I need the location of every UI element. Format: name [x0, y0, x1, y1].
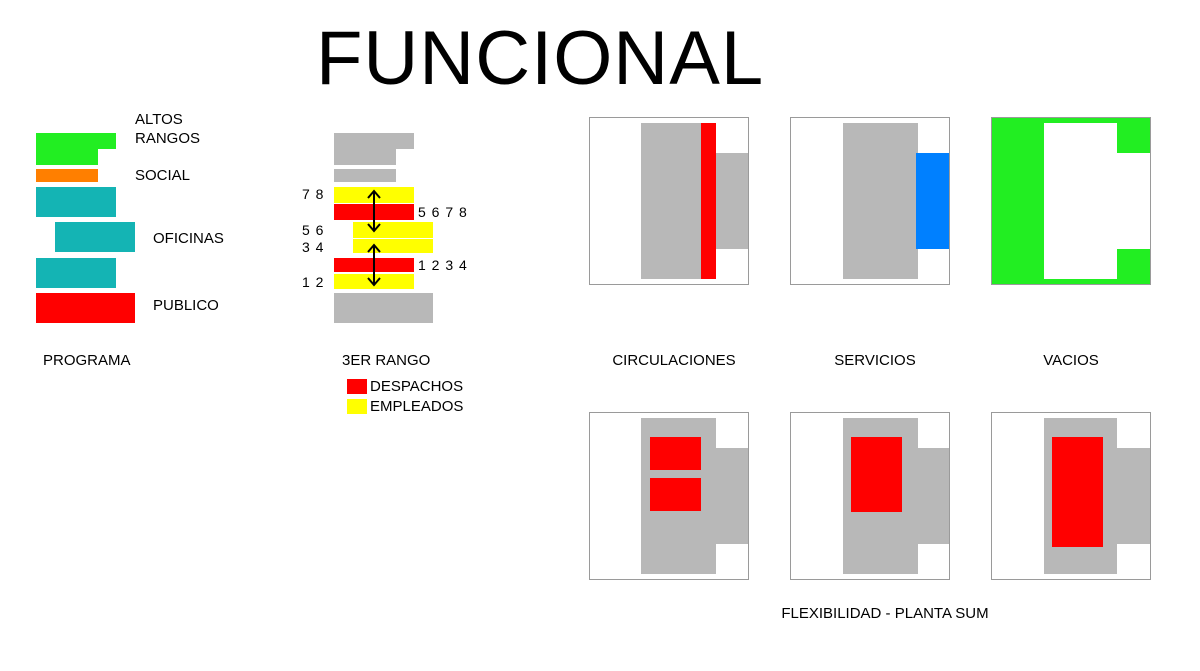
caption-programa: PROGRAMA [43, 352, 131, 369]
plan-wing-gray [716, 153, 748, 249]
label-1-2-3-4: 1 2 3 4 [418, 257, 468, 273]
plan-wing-gray [716, 448, 748, 544]
block-gray-bottom [334, 293, 433, 323]
plan-flex-large-room [991, 412, 1151, 580]
double-arrow-lower-icon [367, 243, 381, 287]
sum-room-lower [650, 478, 701, 511]
page-title: FUNCIONAL [316, 16, 765, 101]
block-gray-top-3 [334, 169, 396, 182]
label-altos: ALTOS [135, 111, 183, 128]
block-altos-rangos-bottom [36, 149, 98, 165]
sum-room-upper [650, 437, 701, 470]
services-core [916, 153, 949, 249]
plan-flex-two-rooms [589, 412, 749, 580]
legend-swatch-despachos [347, 379, 367, 394]
plan-servicios [790, 117, 950, 285]
block-oficinas-3 [36, 258, 116, 288]
label-3-4: 3 4 [302, 239, 325, 255]
legend-label-empleados: EMPLEADOS [370, 398, 464, 415]
building-footprint-white [1044, 123, 1117, 279]
double-arrow-upper-icon [367, 189, 381, 233]
label-1-2: 1 2 [302, 274, 325, 290]
circulation-strip [701, 123, 716, 279]
label-5-6: 5 6 [302, 222, 325, 238]
building-wing-white [1117, 153, 1150, 249]
label-social: SOCIAL [135, 167, 191, 184]
block-oficinas-1 [36, 187, 116, 217]
plan-flex-one-room [790, 412, 950, 580]
block-gray-top-2 [334, 149, 396, 165]
label-5-6-7-8: 5 6 7 8 [418, 204, 468, 220]
caption-3er-rango: 3ER RANGO [342, 352, 431, 369]
legend-label-despachos: DESPACHOS [370, 378, 464, 395]
block-oficinas-2 [55, 222, 135, 252]
sum-room-medium [851, 437, 902, 512]
legend-swatch-empleados [347, 399, 367, 414]
caption-vacios: VACIOS [1043, 352, 1099, 369]
block-gray-top-1 [334, 133, 414, 149]
label-7-8: 7 8 [302, 186, 325, 202]
caption-circulaciones: CIRCULACIONES [612, 352, 736, 369]
label-rangos: RANGOS [135, 130, 201, 147]
plan-wing-gray [1117, 448, 1150, 544]
label-oficinas: OFICINAS [153, 230, 224, 247]
block-publico [36, 293, 135, 323]
block-altos-rangos-top [36, 133, 116, 149]
sum-room-large [1052, 437, 1103, 547]
plan-wing-gray [918, 448, 949, 544]
caption-servicios: SERVICIOS [834, 352, 916, 369]
plan-vacios [991, 117, 1151, 285]
plan-floor-gray [843, 123, 918, 279]
plan-circulaciones [589, 117, 749, 285]
label-publico: PUBLICO [153, 297, 219, 314]
block-social [36, 169, 98, 182]
caption-flexibilidad: FLEXIBILIDAD - PLANTA SUM [781, 605, 989, 622]
